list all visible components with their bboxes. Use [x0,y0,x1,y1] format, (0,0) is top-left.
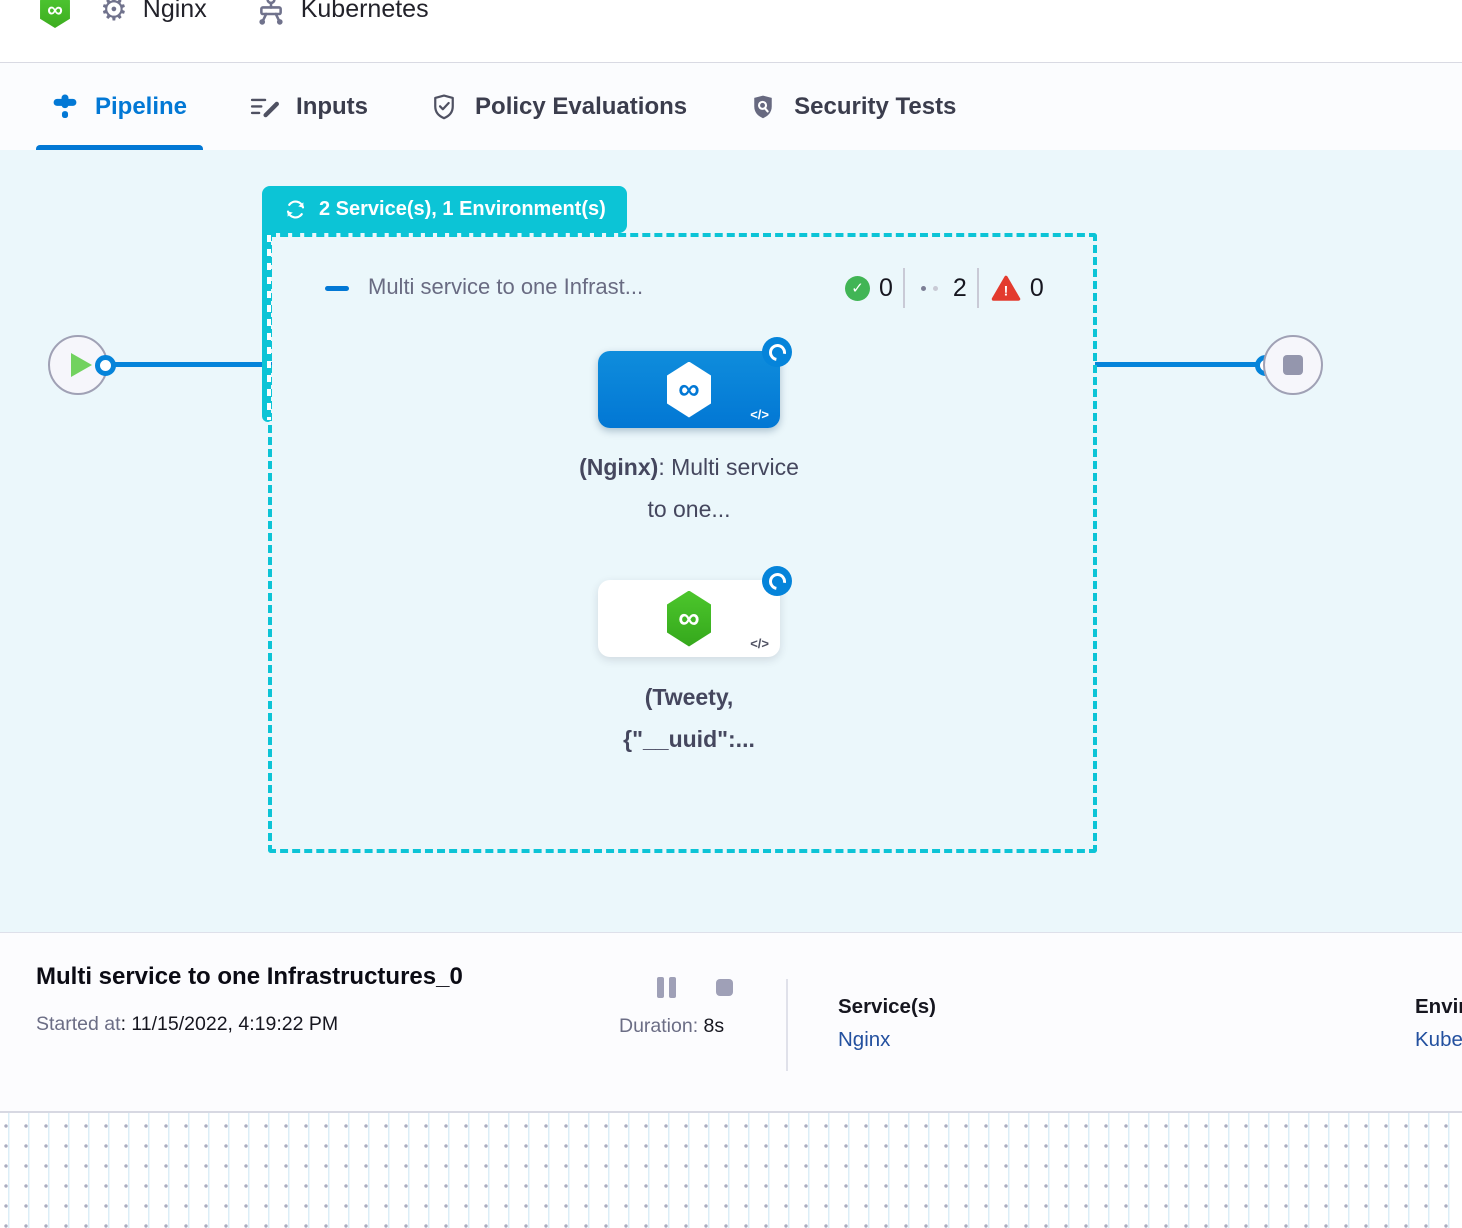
services-label: Service(s) [838,995,936,1019]
environments-column: Environment(s) Kubernetes [1415,995,1462,1052]
tab-pipeline[interactable]: Pipeline [36,63,203,150]
environment-icon [254,0,288,27]
play-icon [71,353,92,377]
start-connector-port [95,355,116,376]
tab-security-tests-label: Security Tests [794,93,956,121]
stop-icon [1283,355,1303,375]
tab-security-tests[interactable]: Security Tests [733,63,972,150]
infinity-glyph: ∞ [47,0,63,21]
shield-scan-icon [749,93,777,121]
pipeline-icon [52,94,78,120]
execution-title: Multi service to one Infrastructures_0 [36,963,463,991]
pipeline-name[interactable]: Nginx [143,0,207,24]
inputs-edit-icon [249,94,279,120]
running-spinner-icon [762,566,792,596]
gear-icon: ⚙ [100,0,128,25]
selected-stage-strip [262,233,271,422]
services-environments-badge[interactable]: 2 Service(s), 1 Environment(s) [262,186,627,233]
stage-group-border [268,233,1097,853]
edge-start-to-stage [105,362,272,367]
duration: Duration: 8s [619,1015,724,1038]
harness-logo-icon[interactable]: ∞ [38,0,72,28]
environments-value-link[interactable]: Kubernetes [1415,1028,1462,1052]
tab-policy-evaluations-label: Policy Evaluations [475,93,687,121]
tab-policy-evaluations[interactable]: Policy Evaluations [414,63,703,150]
pipeline-canvas: 2 Service(s), 1 Environment(s) Multi ser… [0,150,1462,932]
pause-button[interactable] [657,977,676,998]
tab-pipeline-label: Pipeline [95,93,187,121]
started-at: Started at: 11/15/2022, 4:19:22 PM [36,1013,338,1036]
info-divider [786,979,788,1071]
abort-button[interactable] [716,979,733,996]
tab-inputs[interactable]: Inputs [233,63,384,150]
tab-inputs-label: Inputs [296,93,368,121]
breadcrumb-header: ∞ ⚙ Nginx Kubernetes [0,0,1462,63]
services-environments-badge-label: 2 Service(s), 1 Environment(s) [319,198,606,221]
environment-name[interactable]: Kubernetes [301,0,429,24]
log-canvas-grid [0,1111,1462,1228]
pipeline-end-node [1263,335,1323,395]
started-at-label: Started at [36,1013,121,1035]
edge-stage-to-end [1095,362,1267,367]
services-column: Service(s) Nginx [838,995,936,1052]
execution-info-bar: Multi service to one Infrastructures_0 S… [0,932,1462,1111]
environments-label: Environment(s) [1415,995,1462,1019]
services-value-link[interactable]: Nginx [838,1028,936,1052]
duration-value: 8s [704,1015,725,1037]
loop-icon [283,197,308,222]
tab-bar: Pipeline Inputs Policy Evaluations [0,63,1462,150]
running-spinner-icon [762,337,792,367]
shield-check-icon [430,93,458,121]
duration-label: Duration: [619,1015,704,1037]
started-at-value: : 11/15/2022, 4:19:22 PM [121,1013,339,1035]
